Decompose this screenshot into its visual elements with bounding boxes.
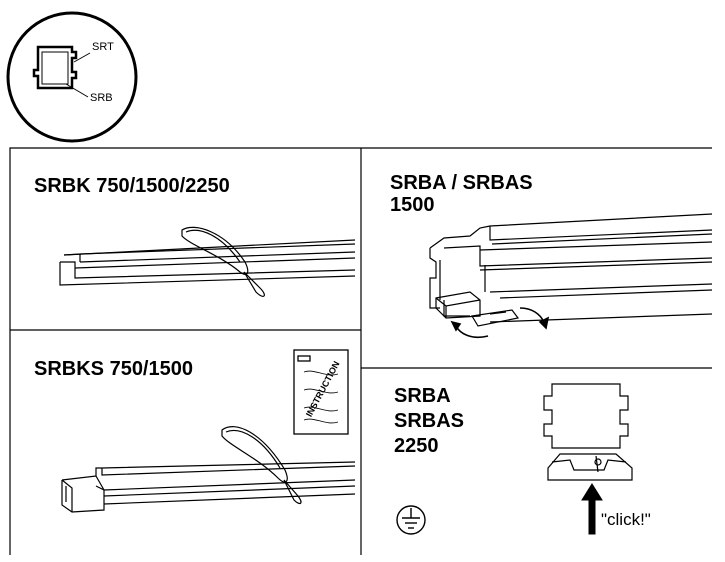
srba-title-line2: 1500 <box>390 194 435 216</box>
up-arrow-icon <box>581 483 603 535</box>
panel-grid <box>9 147 712 555</box>
srbks-rail-drawing <box>61 461 356 513</box>
srba2250-click-clip <box>547 453 633 481</box>
srba2250-line1: SRBA <box>394 385 451 407</box>
profile-bottom-label: SRB <box>90 92 113 104</box>
srbks-pull-cord <box>221 426 302 505</box>
srbks-title: SRBKS 750/1500 <box>34 358 193 380</box>
srba-rail-drawing <box>429 213 713 323</box>
curved-arrow-icon <box>450 307 550 339</box>
click-label: "click!" <box>601 510 651 529</box>
srbk-rail-drawing <box>59 239 356 286</box>
srba-title-line1: SRBA / SRBAS <box>390 172 533 194</box>
instruction-booklet <box>293 349 349 435</box>
srba2250-line3: 2250 <box>394 435 439 457</box>
srba2250-profile-drawing <box>543 383 629 449</box>
srbk-pull-cord <box>181 226 265 297</box>
srba-mounting-clip <box>435 291 520 327</box>
ground-symbol-icon <box>396 505 426 535</box>
profile-circle <box>6 11 138 143</box>
profile-inner <box>41 51 69 85</box>
profile-top-label: SRT <box>92 41 114 53</box>
srbk-title: SRBK 750/1500/2250 <box>34 175 230 197</box>
srba2250-line2: SRBAS <box>394 410 465 432</box>
